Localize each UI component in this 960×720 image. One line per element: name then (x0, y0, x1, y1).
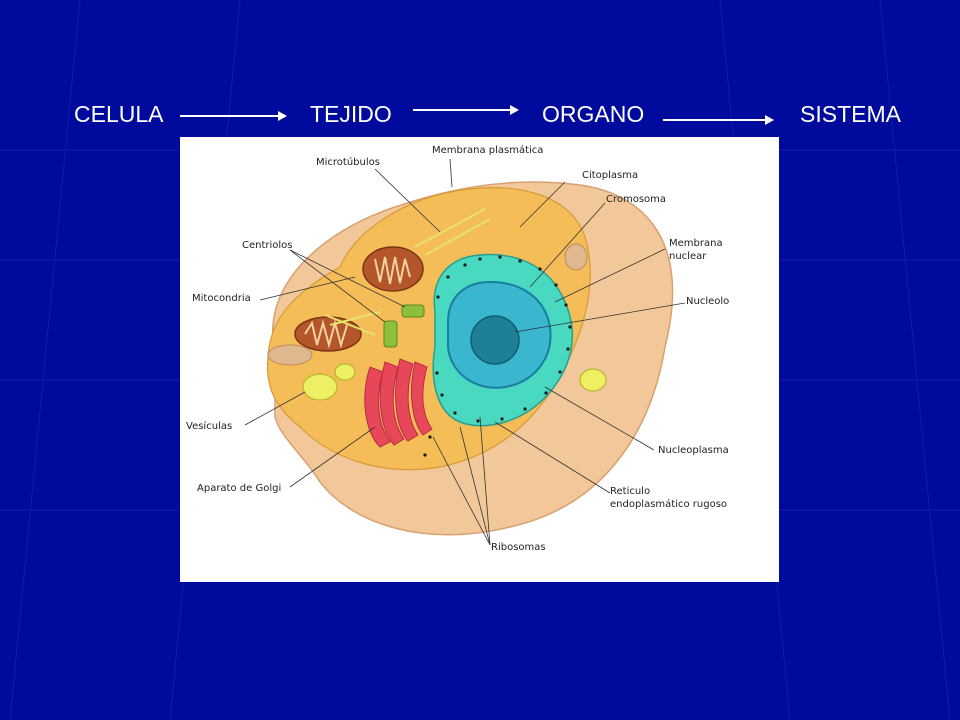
nucleolus (470, 315, 520, 365)
label-reticulo-2: endoplasmático rugoso (610, 499, 728, 510)
cell-diagram: Microtúbulos Membrana plasmática Citopla… (180, 137, 779, 582)
label-vesiculas: Vesículas (186, 421, 233, 432)
ribosome-dots (423, 255, 572, 457)
label-centriolos: Centriolos (242, 240, 293, 251)
label-nucleoplasma: Nucleoplasma (658, 445, 729, 456)
label-mitocondria: Mitocondria (192, 293, 251, 304)
label-membrana-plasmatica: Membrana plasmática (432, 145, 544, 156)
leader-lines (244, 158, 686, 546)
label-nucleolo: Nucleolo (686, 296, 730, 307)
hierarchy-flow: CELULA TEJIDO ORGANO SISTEMA (0, 0, 960, 140)
flow-step-sistema: SISTEMA (800, 101, 901, 127)
label-ribosomas: Ribosomas (491, 542, 546, 553)
cell-illustration (244, 158, 686, 546)
flow-arrow-1 (180, 110, 287, 122)
label-citoplasma: Citoplasma (582, 170, 639, 181)
flow-step-tejido: TEJIDO (310, 101, 392, 127)
label-membrana-nuclear-2: nuclear (669, 251, 707, 262)
flow-arrow-3 (663, 114, 774, 126)
label-membrana-nuclear-1: Membrana (669, 238, 723, 249)
flow-step-celula: CELULA (74, 101, 164, 127)
vesicles (302, 363, 607, 401)
label-cromosoma: Cromosoma (606, 194, 667, 205)
label-reticulo-1: Reticulo (610, 486, 651, 497)
label-microtubulos: Microtúbulos (316, 157, 380, 168)
flow-step-organo: ORGANO (542, 101, 645, 127)
label-aparato-golgi: Aparato de Golgi (197, 483, 282, 494)
golgi-apparatus (364, 358, 433, 448)
flow-arrow-2 (413, 104, 519, 116)
microtubules (324, 208, 491, 336)
centrioles (383, 304, 425, 348)
